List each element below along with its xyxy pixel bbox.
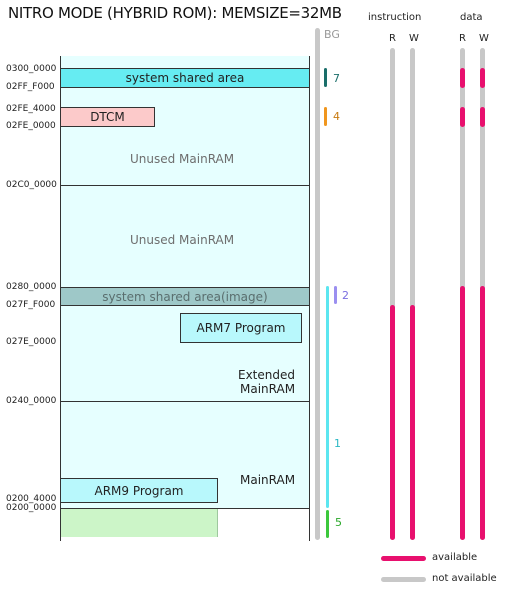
- arm9-program-label: ARM9 Program: [94, 483, 184, 498]
- bg-label-5: 5: [335, 516, 342, 529]
- system-shared-area-image-label: system shared area(image): [102, 289, 268, 304]
- data-w-label: W: [479, 33, 489, 44]
- dtcm-block: DTCM: [60, 107, 155, 127]
- dtcm-label: DTCM: [90, 110, 125, 124]
- arm7-program-label: ARM7 Program: [196, 321, 286, 335]
- data-w-available-dtcm: [480, 107, 485, 127]
- bg-label-2: 2: [342, 289, 349, 302]
- bg-label-4: 4: [333, 110, 340, 123]
- addr-02ff-f000: 02FF_F000: [6, 82, 55, 92]
- data-w-available-main: [480, 286, 485, 540]
- arm7-program-block: ARM7 Program: [180, 313, 302, 343]
- extended-mainram-label-1: Extended: [238, 368, 295, 382]
- unused-mainram-label-lower: Unused MainRAM: [130, 233, 235, 247]
- instruction-w-available: [410, 305, 415, 540]
- data-r-available-main: [460, 286, 465, 540]
- data-r-available-shared: [460, 68, 465, 88]
- unused-mainram-label-upper: Unused MainRAM: [130, 152, 235, 166]
- bg-header: BG: [324, 28, 340, 41]
- bg-marker-7: [324, 68, 327, 87]
- memory-map-right-edge: [309, 509, 310, 541]
- bg-marker-1: [326, 286, 329, 508]
- system-shared-area: system shared area: [60, 68, 310, 88]
- extended-mainram-label-2: MainRAM: [240, 382, 296, 396]
- bg-marker-2: [334, 286, 337, 304]
- legend-not-available-swatch: [381, 577, 426, 582]
- legend-available-label: available: [432, 552, 478, 563]
- bg-track: [315, 28, 320, 540]
- instruction-r-track: [390, 48, 395, 540]
- system-shared-area-label: system shared area: [125, 71, 245, 85]
- page-title: NITRO MODE (HYBRID ROM): MEMSIZE=32MB: [8, 4, 342, 22]
- addr-0200-0000: 0200_0000: [6, 503, 57, 513]
- divider-0240: [60, 401, 310, 402]
- instruction-w-label: W: [409, 33, 419, 44]
- data-w-available-shared: [480, 68, 485, 88]
- bg-marker-4: [324, 107, 327, 126]
- divider-0200: [60, 508, 310, 509]
- mainram-label: MainRAM: [240, 473, 296, 487]
- data-header: data: [460, 12, 483, 23]
- addr-027e-0000: 027E_0000: [6, 337, 57, 347]
- addr-0240-0000: 0240_0000: [6, 396, 57, 406]
- addr-02fe-4000: 02FE_4000: [6, 104, 56, 114]
- bg-marker-5: [326, 510, 329, 538]
- instruction-w-track: [410, 48, 415, 540]
- legend-available-swatch: [381, 556, 426, 561]
- instruction-r-available: [390, 305, 395, 540]
- addr-02fe-0000: 02FE_0000: [6, 121, 56, 131]
- system-shared-area-image: system shared area(image): [60, 287, 310, 306]
- instruction-header: instruction: [368, 12, 422, 23]
- green-region-block: [61, 509, 218, 537]
- addr-0300-0000: 0300_0000: [6, 64, 57, 74]
- addr-02c0-0000: 02C0_0000: [6, 180, 57, 190]
- memory-map-frame: [60, 56, 310, 509]
- addr-027f-f000: 027F_F000: [6, 300, 56, 310]
- addr-0200-4000: 0200_4000: [6, 494, 57, 504]
- data-r-label: R: [459, 33, 466, 44]
- divider-02c0: [60, 185, 310, 186]
- arm9-program-block: ARM9 Program: [60, 478, 218, 503]
- memory-map-left-edge: [60, 509, 61, 541]
- instruction-r-label: R: [389, 33, 396, 44]
- legend-not-available-label: not available: [432, 573, 497, 584]
- bg-label-7: 7: [333, 72, 340, 85]
- data-r-available-dtcm: [460, 107, 465, 127]
- bg-label-1: 1: [334, 437, 341, 450]
- addr-0280-0000: 0280_0000: [6, 282, 57, 292]
